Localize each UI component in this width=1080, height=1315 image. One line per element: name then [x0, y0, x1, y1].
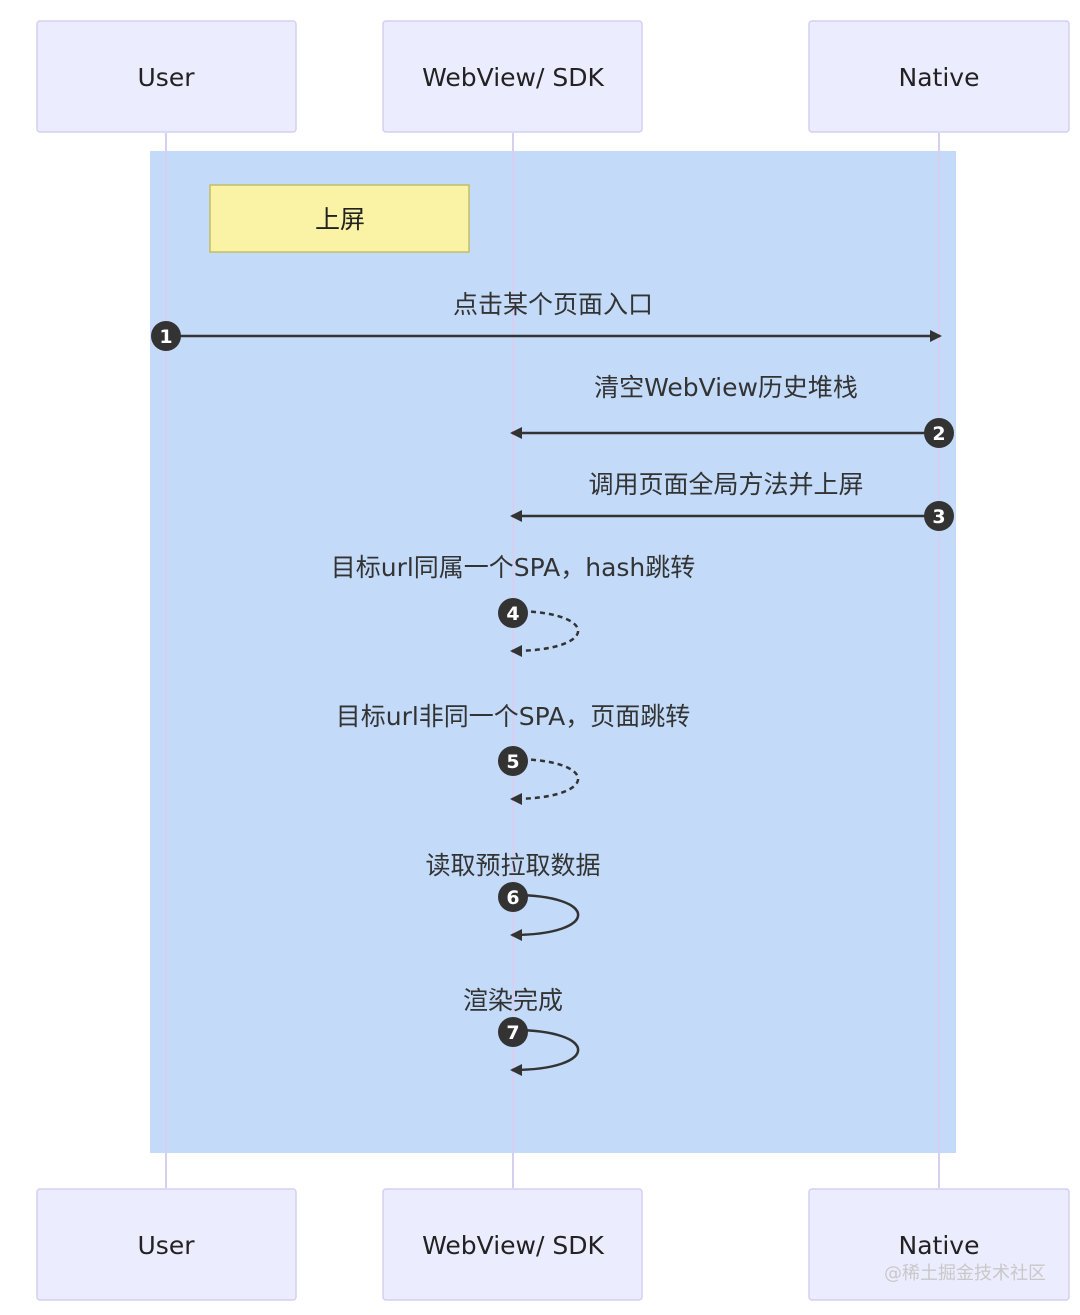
message-5: 目标url非同一个SPA，页面跳转 5: [336, 702, 691, 805]
message-5-label: 目标url非同一个SPA，页面跳转: [336, 702, 691, 731]
note-box: 上屏: [209, 184, 470, 253]
message-5-seq-badge: [498, 746, 528, 776]
actor-user-top: User: [36, 20, 297, 133]
message-6-label: 读取预拉取数据: [425, 851, 600, 880]
message-1-seq-number: 1: [159, 326, 172, 348]
message-5-arrow: [510, 757, 580, 805]
message-2-label: 清空WebView历史堆栈: [594, 373, 858, 402]
actor-webview-bottom: WebView/ SDK: [382, 1188, 643, 1301]
actor-user-bottom-label: User: [138, 1231, 196, 1260]
message-6-arrow: [510, 893, 580, 941]
message-6-seq-badge: [498, 882, 528, 912]
actor-user-top-label: User: [138, 63, 196, 92]
message-4-seq-number: 4: [506, 603, 519, 625]
message-3-seq-badge: [924, 501, 954, 531]
actor-native-bottom-label: Native: [899, 1231, 980, 1260]
actor-native-top-label: Native: [899, 63, 980, 92]
highlight-block: [150, 151, 956, 1153]
message-4-arrow: [510, 609, 580, 657]
actor-native-top: Native: [808, 20, 1070, 133]
actor-native-bottom: Native: [808, 1188, 1070, 1301]
message-3: 调用页面全局方法并上屏 3: [510, 470, 954, 531]
message-4-seq-badge: [498, 598, 528, 628]
message-4: 目标url同属一个SPA，hash跳转 4: [331, 553, 696, 657]
message-2: 清空WebView历史堆栈 2: [510, 373, 954, 448]
message-1-seq-badge: [151, 321, 181, 351]
watermark: @稀土掘金技术社区: [884, 1263, 1046, 1284]
message-7-seq-badge: [498, 1017, 528, 1047]
message-2-seq-number: 2: [932, 423, 945, 445]
actor-webview-top: WebView/ SDK: [382, 20, 643, 133]
message-4-label: 目标url同属一个SPA，hash跳转: [331, 553, 696, 582]
message-7: 渲染完成 7: [463, 986, 580, 1076]
message-3-seq-number: 3: [932, 506, 945, 528]
message-7-arrow: [510, 1028, 580, 1076]
actor-user-bottom: User: [36, 1188, 297, 1301]
message-1: 点击某个页面入口 1: [151, 290, 942, 351]
message-7-label: 渲染完成: [463, 986, 563, 1015]
message-5-seq-number: 5: [506, 751, 519, 773]
note-text: 上屏: [315, 205, 365, 234]
message-7-seq-number: 7: [506, 1022, 519, 1044]
actor-webview-top-label: WebView/ SDK: [422, 63, 604, 92]
actor-webview-bottom-label: WebView/ SDK: [422, 1231, 604, 1260]
message-6-seq-number: 6: [506, 887, 519, 909]
message-3-label: 调用页面全局方法并上屏: [588, 470, 863, 499]
message-2-seq-badge: [924, 418, 954, 448]
message-6: 读取预拉取数据 6: [425, 851, 601, 941]
message-1-label: 点击某个页面入口: [453, 290, 653, 319]
